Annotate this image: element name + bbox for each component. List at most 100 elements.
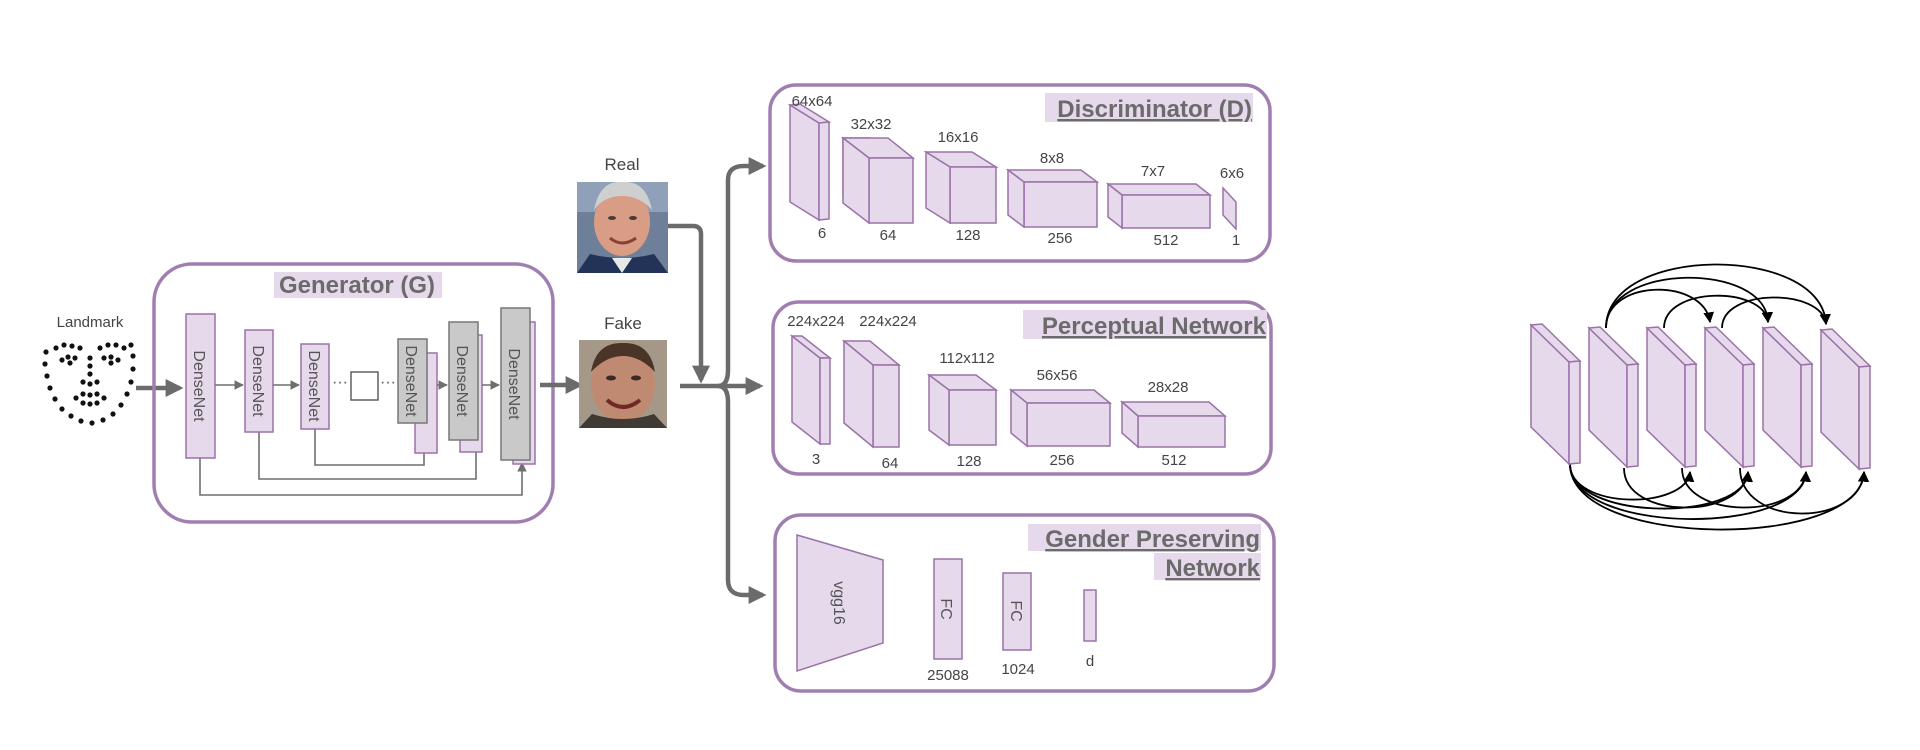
fc2-label: FC bbox=[1007, 600, 1024, 621]
generator-title: Generator (G) bbox=[279, 272, 435, 299]
fake-face-image bbox=[579, 340, 667, 428]
landmark-section: Landmark bbox=[42, 314, 136, 426]
detail-block-2 bbox=[1587, 326, 1640, 469]
disc-size-3: 16x16 bbox=[938, 129, 979, 146]
disc-channel-4: 256 bbox=[1047, 230, 1072, 247]
densenet-block-5 bbox=[448, 321, 479, 441]
landmark-label: Landmark bbox=[57, 314, 124, 331]
ellipsis-block bbox=[350, 371, 379, 401]
densenet-block-6 bbox=[500, 307, 531, 461]
perc-size-2: 224x224 bbox=[859, 313, 917, 330]
perc-size-5: 28x28 bbox=[1148, 379, 1189, 396]
fc2-dim: 1024 bbox=[1001, 661, 1034, 678]
discriminator-title: Discriminator (D) bbox=[1057, 96, 1252, 123]
skip-connection-2 bbox=[258, 430, 481, 480]
junction-to-gender-arrow bbox=[717, 383, 767, 604]
gender-title-line1: Gender Preserving bbox=[1045, 526, 1260, 553]
discriminator-title-bg bbox=[1045, 93, 1253, 122]
detail-block-6 bbox=[1819, 328, 1872, 471]
densenet-label-4: DenseNet bbox=[402, 345, 419, 417]
gender-panel: Gender Preserving Network vgg16 FC 25088… bbox=[773, 513, 1276, 693]
detail-block-1 bbox=[1529, 323, 1582, 466]
fake-label: Fake bbox=[604, 314, 642, 333]
disc-layer-1 bbox=[787, 103, 832, 222]
densenet-block-2 bbox=[244, 329, 274, 433]
disc-layer-4 bbox=[1005, 168, 1100, 229]
perc-size-3: 112x112 bbox=[939, 350, 994, 367]
perc-channel-5: 512 bbox=[1161, 452, 1186, 469]
disc-layer-3 bbox=[923, 150, 999, 225]
real-face-image bbox=[577, 181, 668, 273]
disc-channel-1: 6 bbox=[818, 225, 826, 242]
densenet-detail bbox=[1529, 263, 1872, 531]
densenet-block-4 bbox=[397, 338, 428, 424]
real-section: Real bbox=[577, 155, 668, 273]
perc-channel-4: 256 bbox=[1049, 452, 1074, 469]
d-block bbox=[1083, 589, 1097, 642]
detail-block-3 bbox=[1645, 326, 1698, 469]
disc-size-2: 32x32 bbox=[851, 116, 892, 133]
generator-frame bbox=[152, 262, 555, 524]
fc1-label: FC bbox=[937, 598, 954, 619]
perceptual-frame bbox=[771, 300, 1273, 476]
ellipsis-right: ··· bbox=[380, 374, 396, 391]
disc-size-1: 64x64 bbox=[792, 93, 833, 110]
fake-section: Fake bbox=[579, 314, 667, 428]
densenet-label-6: DenseNet bbox=[505, 348, 522, 420]
disc-channel-3: 128 bbox=[955, 227, 980, 244]
gender-title-bg-1 bbox=[1028, 524, 1261, 551]
generator-title-bg bbox=[274, 272, 442, 298]
densenet-label-1: DenseNet bbox=[190, 350, 207, 422]
skip-connection-3 bbox=[314, 428, 429, 466]
perc-channel-3: 128 bbox=[956, 453, 981, 470]
junction-to-discriminator-arrow bbox=[717, 157, 767, 389]
densenet-block-1 bbox=[185, 313, 216, 459]
flow-arrows bbox=[668, 157, 767, 604]
perc-layer-4 bbox=[1008, 388, 1113, 448]
perceptual-title-bg bbox=[1023, 310, 1267, 339]
gender-title-line2: Network bbox=[1165, 555, 1260, 582]
disc-channel-5: 512 bbox=[1153, 232, 1178, 249]
densenet-label-5: DenseNet bbox=[453, 345, 470, 417]
perceptual-panel: Perceptual Network 224x224 224x224 bbox=[771, 300, 1273, 476]
densenet-label-3: DenseNet bbox=[305, 350, 322, 422]
real-to-junction-arrow bbox=[668, 223, 710, 384]
disc-channel-6: 1 bbox=[1232, 232, 1240, 249]
disc-layer-2 bbox=[840, 136, 916, 225]
fc1-block bbox=[933, 558, 963, 660]
perceptual-title: Perceptual Network bbox=[1042, 313, 1267, 340]
perc-layer-2 bbox=[841, 339, 902, 449]
gender-title-bg-2 bbox=[1154, 553, 1261, 580]
perc-layer-5 bbox=[1120, 400, 1227, 449]
perc-size-1: 224x224 bbox=[787, 313, 845, 330]
perc-channel-2: 64 bbox=[882, 455, 899, 472]
detail-block-5 bbox=[1761, 326, 1814, 469]
perc-size-4: 56x56 bbox=[1037, 367, 1078, 384]
ellipsis-left: ··· bbox=[332, 374, 348, 391]
vgg16-label: vgg16 bbox=[830, 581, 847, 625]
densenet-block-3 bbox=[300, 343, 330, 430]
disc-layer-6 bbox=[1222, 186, 1237, 231]
discriminator-frame bbox=[768, 83, 1272, 263]
disc-channel-2: 64 bbox=[880, 227, 897, 244]
disc-size-5: 7x7 bbox=[1141, 163, 1165, 180]
d-label: d bbox=[1086, 653, 1094, 670]
perc-layer-1 bbox=[789, 334, 833, 446]
detail-block-4 bbox=[1703, 326, 1756, 469]
disc-size-6: 6x6 bbox=[1220, 165, 1244, 182]
fc2-block bbox=[1002, 572, 1032, 651]
landmark-image bbox=[42, 342, 136, 426]
generator-panel: Generator (G) DenseNet DenseNet DenseNet… bbox=[152, 262, 555, 524]
perc-layer-3 bbox=[926, 373, 999, 447]
discriminator-panel: Discriminator (D) bbox=[768, 83, 1272, 263]
real-label: Real bbox=[605, 155, 640, 174]
disc-size-4: 8x8 bbox=[1040, 150, 1064, 167]
vgg16-block bbox=[796, 534, 884, 673]
disc-layer-5 bbox=[1105, 182, 1213, 230]
densenet-label-2: DenseNet bbox=[249, 345, 266, 417]
gender-frame bbox=[773, 513, 1276, 693]
skip-connection-1 bbox=[199, 458, 527, 496]
perc-channel-1: 3 bbox=[812, 451, 820, 468]
fc1-dim: 25088 bbox=[927, 667, 969, 684]
